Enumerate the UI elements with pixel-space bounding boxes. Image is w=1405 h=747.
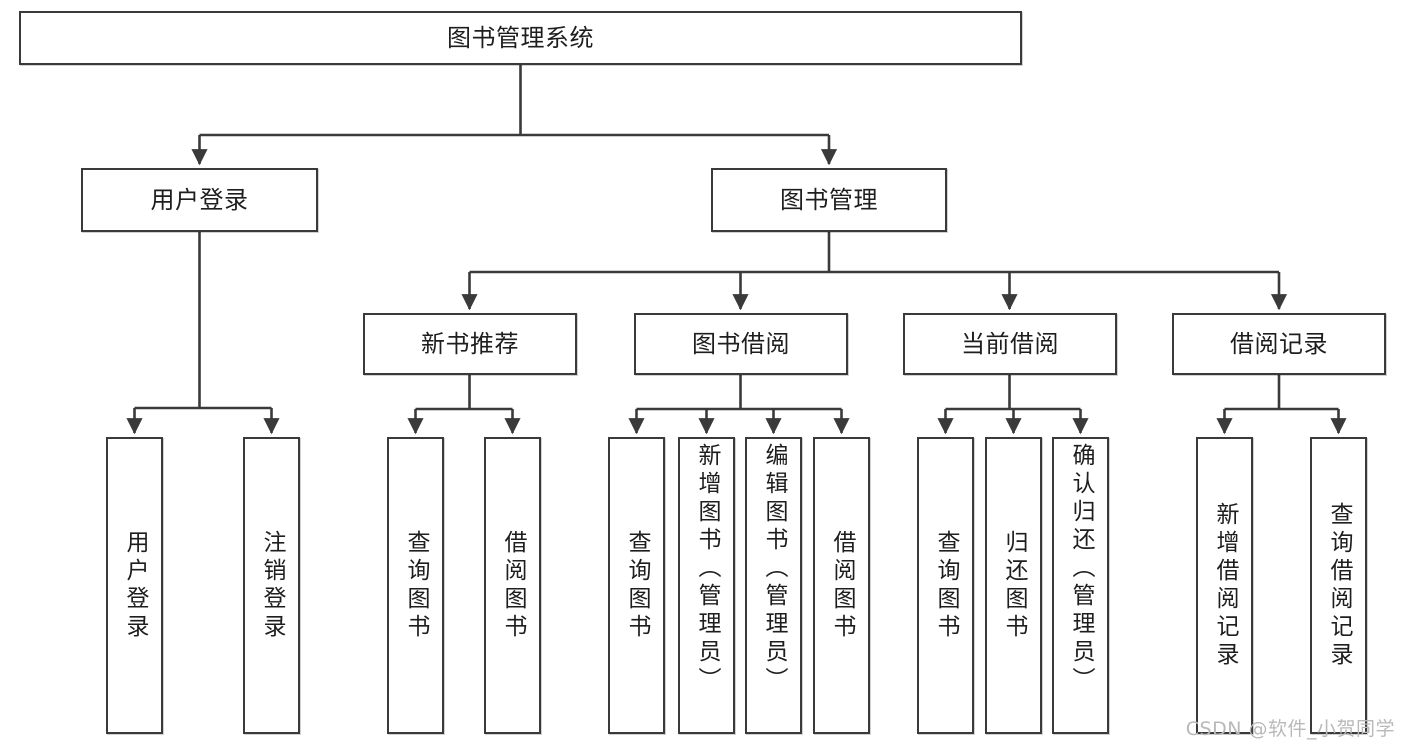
node-leaf-query-book-new-label: 查询图书 (403, 529, 429, 642)
node-leaf-borrow-book[interactable]: 借阅图书 (813, 437, 870, 734)
node-leaf-logout[interactable]: 注销登录 (243, 437, 300, 734)
node-book-management[interactable]: 图书管理 (711, 168, 947, 232)
node-leaf-query-book-current[interactable]: 查询图书 (917, 437, 974, 734)
node-new-book-recommend[interactable]: 新书推荐 (363, 313, 577, 375)
node-leaf-query-book-borrow-label: 查询图书 (624, 529, 650, 642)
node-leaf-add-record[interactable]: 新增借阅记录 (1196, 437, 1253, 734)
node-borrow-record[interactable]: 借阅记录 (1172, 313, 1386, 375)
watermark-text: CSDN @软件_小贺同学 (1185, 718, 1395, 740)
node-book-management-label: 图书管理 (780, 185, 878, 214)
node-book-borrow-label: 图书借阅 (692, 329, 790, 358)
node-leaf-borrow-book-new[interactable]: 借阅图书 (484, 437, 541, 734)
node-user-login[interactable]: 用户登录 (81, 168, 318, 232)
node-new-book-recommend-label: 新书推荐 (421, 329, 519, 358)
node-root[interactable]: 图书管理系统 (19, 11, 1022, 65)
node-current-borrow[interactable]: 当前借阅 (903, 313, 1117, 375)
node-user-login-label: 用户登录 (150, 185, 249, 214)
node-leaf-user-login[interactable]: 用户登录 (106, 437, 163, 734)
node-leaf-add-record-label: 新增借阅记录 (1212, 501, 1238, 670)
node-leaf-add-book[interactable]: 新增图书（管理员） (678, 437, 735, 734)
node-leaf-query-record[interactable]: 查询借阅记录 (1310, 437, 1367, 734)
node-leaf-borrow-book-label: 借阅图书 (829, 529, 855, 642)
node-leaf-add-book-label: 新增图书（管理员） (694, 443, 720, 695)
node-leaf-return-book-label: 归还图书 (1001, 529, 1027, 642)
node-root-label: 图书管理系统 (447, 23, 594, 52)
node-leaf-edit-book-label: 编辑图书（管理员） (761, 443, 787, 695)
node-leaf-query-book-borrow[interactable]: 查询图书 (608, 437, 665, 734)
node-book-borrow[interactable]: 图书借阅 (634, 313, 848, 375)
node-leaf-user-login-label: 用户登录 (122, 529, 148, 642)
node-leaf-confirm-return[interactable]: 确认归还（管理员） (1052, 437, 1109, 734)
node-leaf-confirm-return-label: 确认归还（管理员） (1068, 443, 1094, 695)
node-leaf-query-book-new[interactable]: 查询图书 (387, 437, 444, 734)
node-current-borrow-label: 当前借阅 (961, 329, 1059, 358)
node-leaf-logout-label: 注销登录 (259, 529, 285, 642)
node-leaf-return-book[interactable]: 归还图书 (985, 437, 1042, 734)
node-leaf-edit-book[interactable]: 编辑图书（管理员） (745, 437, 802, 734)
node-leaf-query-record-label: 查询借阅记录 (1326, 501, 1352, 670)
node-borrow-record-label: 借阅记录 (1230, 329, 1328, 358)
node-leaf-borrow-book-new-label: 借阅图书 (500, 529, 526, 642)
node-leaf-query-book-current-label: 查询图书 (933, 529, 959, 642)
